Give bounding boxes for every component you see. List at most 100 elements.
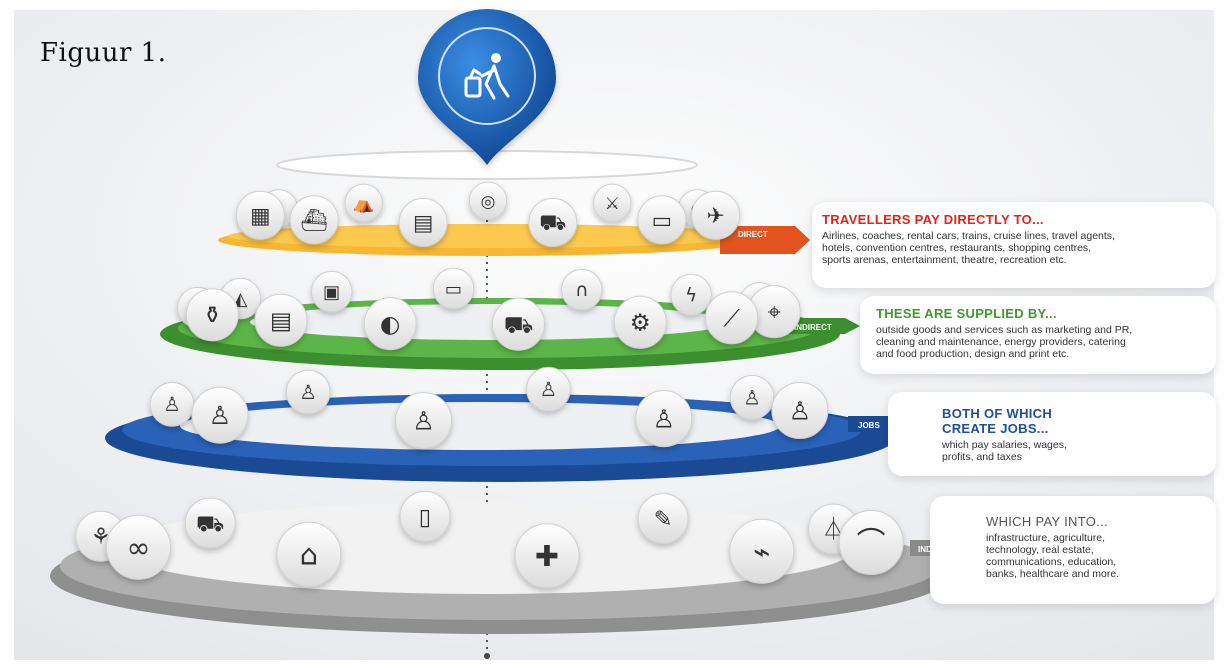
indirect-title: THESE ARE SUPPLIED BY... — [876, 306, 1057, 321]
location-pin-icon: ⌖ — [747, 285, 801, 339]
shopping-cart-icon: ⛟ — [184, 497, 236, 549]
train-icon: ▤ — [398, 197, 448, 247]
jobs-text: which pay salaries, wages, profits, and … — [942, 439, 1067, 463]
svg-text:▤: ▤ — [270, 307, 292, 335]
roast-chicken-icon: ◐ — [363, 297, 417, 351]
person-icon: ♙ — [285, 369, 331, 415]
svg-text:▯: ▯ — [419, 504, 431, 530]
tablet-icon: ▯ — [399, 490, 451, 542]
svg-text:◎: ◎ — [481, 191, 496, 211]
person-icon: ♙ — [526, 366, 571, 412]
svg-text:∩: ∩ — [575, 280, 588, 301]
traveller-with-luggage-icon — [464, 53, 510, 100]
svg-text:ϟ: ϟ — [685, 285, 697, 306]
person-icon: ♙ — [149, 381, 195, 427]
bank-icon: ⌂ — [276, 521, 342, 587]
hotel-building-icon: ▦ — [235, 190, 285, 240]
svg-text:⌁: ⌁ — [753, 535, 770, 569]
direct-title: TRAVELLERS PAY DIRECTLY TO... — [822, 212, 1044, 227]
svg-text:◭: ◭ — [233, 289, 247, 310]
svg-text:✈: ✈ — [707, 204, 725, 229]
svg-text:⛟: ⛟ — [196, 511, 224, 537]
svg-text:⏃: ⏃ — [822, 516, 845, 543]
induced-text: infrastructure, agriculture, technology,… — [986, 532, 1120, 580]
icon-discs: ⊕⚔◎⛺⌂✈▭⛟▤⛴▦◁ϟ∩▭▣◭▥⌖⟋⚙⛟◐▤⚱♙♙♙♙♙♙♙♙⏃✎▯⛟⚘⌒⌁… — [75, 181, 904, 589]
svg-text:♙: ♙ — [209, 401, 232, 430]
svg-text:▦: ▦ — [250, 204, 270, 229]
svg-text:♙: ♙ — [412, 407, 435, 436]
direct-tag: DIRECT — [738, 230, 768, 239]
direct-text: Airlines, coaches, rental cars, trains, … — [822, 230, 1115, 266]
svg-text:▭: ▭ — [652, 208, 672, 233]
svg-text:⟋: ⟋ — [723, 304, 740, 332]
figure-caption: Figuur 1. — [40, 38, 167, 68]
newspaper-icon: ▤ — [254, 293, 308, 347]
person-icon: ♙ — [729, 374, 775, 420]
delivery-truck-icon: ⛟ — [492, 297, 545, 351]
indirect-tag: INDIRECT — [794, 323, 832, 332]
svg-text:▤: ▤ — [413, 211, 433, 236]
axis-end-dot — [484, 653, 490, 659]
svg-text:⚔: ⚔ — [605, 193, 620, 213]
svg-text:⚘: ⚘ — [91, 524, 111, 550]
bridge-icon: ⌒ — [838, 510, 904, 575]
cruise-ship-icon: ⛴ — [289, 195, 339, 245]
direct-tag-shape — [720, 226, 810, 254]
svg-text:⌖: ⌖ — [768, 298, 781, 326]
svg-text:▣: ▣ — [323, 282, 340, 303]
broom-icon: ⟋ — [705, 291, 759, 345]
tent-icon: ⛺ — [344, 183, 383, 223]
dining-plate-icon: ◎ — [468, 181, 508, 221]
person-icon: ♙ — [191, 386, 249, 444]
indirect-tag-shape — [786, 318, 860, 334]
svg-text:∞: ∞ — [127, 531, 151, 565]
svg-text:⌒: ⌒ — [857, 526, 886, 560]
induced-panel: WHICH PAY INTO... infrastructure, agricu… — [930, 496, 1216, 604]
pin-ring — [438, 27, 536, 125]
indirect-text: outside goods and services such as marke… — [876, 324, 1133, 360]
svg-text:♙: ♙ — [540, 378, 558, 401]
watering-can-icon: ⚱ — [185, 288, 239, 342]
person-icon: ♙ — [771, 382, 829, 439]
airplane-icon: ✈ — [691, 190, 741, 240]
gears-icon: ⚙ — [613, 295, 667, 349]
jobs-title: BOTH OF WHICH CREATE JOBS... — [942, 406, 1053, 436]
taxi-icon: ▣ — [310, 270, 353, 313]
jobs-panel: BOTH OF WHICH CREATE JOBS... which pay s… — [888, 392, 1216, 476]
svg-text:⛺: ⛺ — [353, 193, 374, 213]
person-icon: ♙ — [635, 390, 693, 448]
jobs-inner-disc — [180, 402, 780, 450]
svg-text:♙: ♙ — [299, 381, 317, 404]
svg-text:⚱: ⚱ — [202, 301, 222, 329]
coach-icon: ▭ — [637, 195, 687, 245]
svg-text:⛴: ⛴ — [300, 208, 327, 233]
hospital-icon: ✚ — [514, 523, 580, 589]
direct-ring-top — [228, 224, 748, 248]
svg-text:♙: ♙ — [789, 397, 812, 426]
sword-icon: ⚔ — [593, 183, 632, 223]
svg-text:⚙: ⚙ — [630, 309, 651, 337]
svg-text:♙: ♙ — [743, 386, 761, 409]
svg-text:⌂: ⌂ — [300, 538, 318, 572]
svg-text:✎: ✎ — [654, 507, 673, 533]
induced-title: WHICH PAY INTO... — [986, 514, 1108, 529]
location-pin — [418, 9, 556, 165]
lightning-icon: ϟ — [670, 273, 712, 316]
satellite-icon: ⌁ — [729, 518, 795, 584]
svg-text:♙: ♙ — [653, 405, 676, 434]
bone-icon: ∞ — [106, 514, 171, 580]
person-icon: ♙ — [395, 392, 453, 450]
svg-text:⛟: ⛟ — [504, 311, 533, 339]
svg-text:✚: ✚ — [535, 539, 559, 573]
direct-level: DIRECT — [218, 224, 810, 256]
pencils-icon: ✎ — [637, 493, 689, 545]
indirect-panel: THESE ARE SUPPLIED BY... outside goods a… — [860, 296, 1216, 374]
svg-text:▭: ▭ — [445, 279, 462, 300]
jobs-tag: JOBS — [858, 421, 880, 430]
direct-panel: TRAVELLERS PAY DIRECTLY TO... Airlines, … — [812, 202, 1216, 288]
headset-icon: ∩ — [561, 268, 603, 311]
svg-text:◐: ◐ — [380, 310, 400, 338]
rental-car-icon: ⛟ — [528, 197, 578, 247]
credit-card-icon: ▭ — [432, 267, 475, 310]
svg-text:⛟: ⛟ — [539, 211, 566, 236]
